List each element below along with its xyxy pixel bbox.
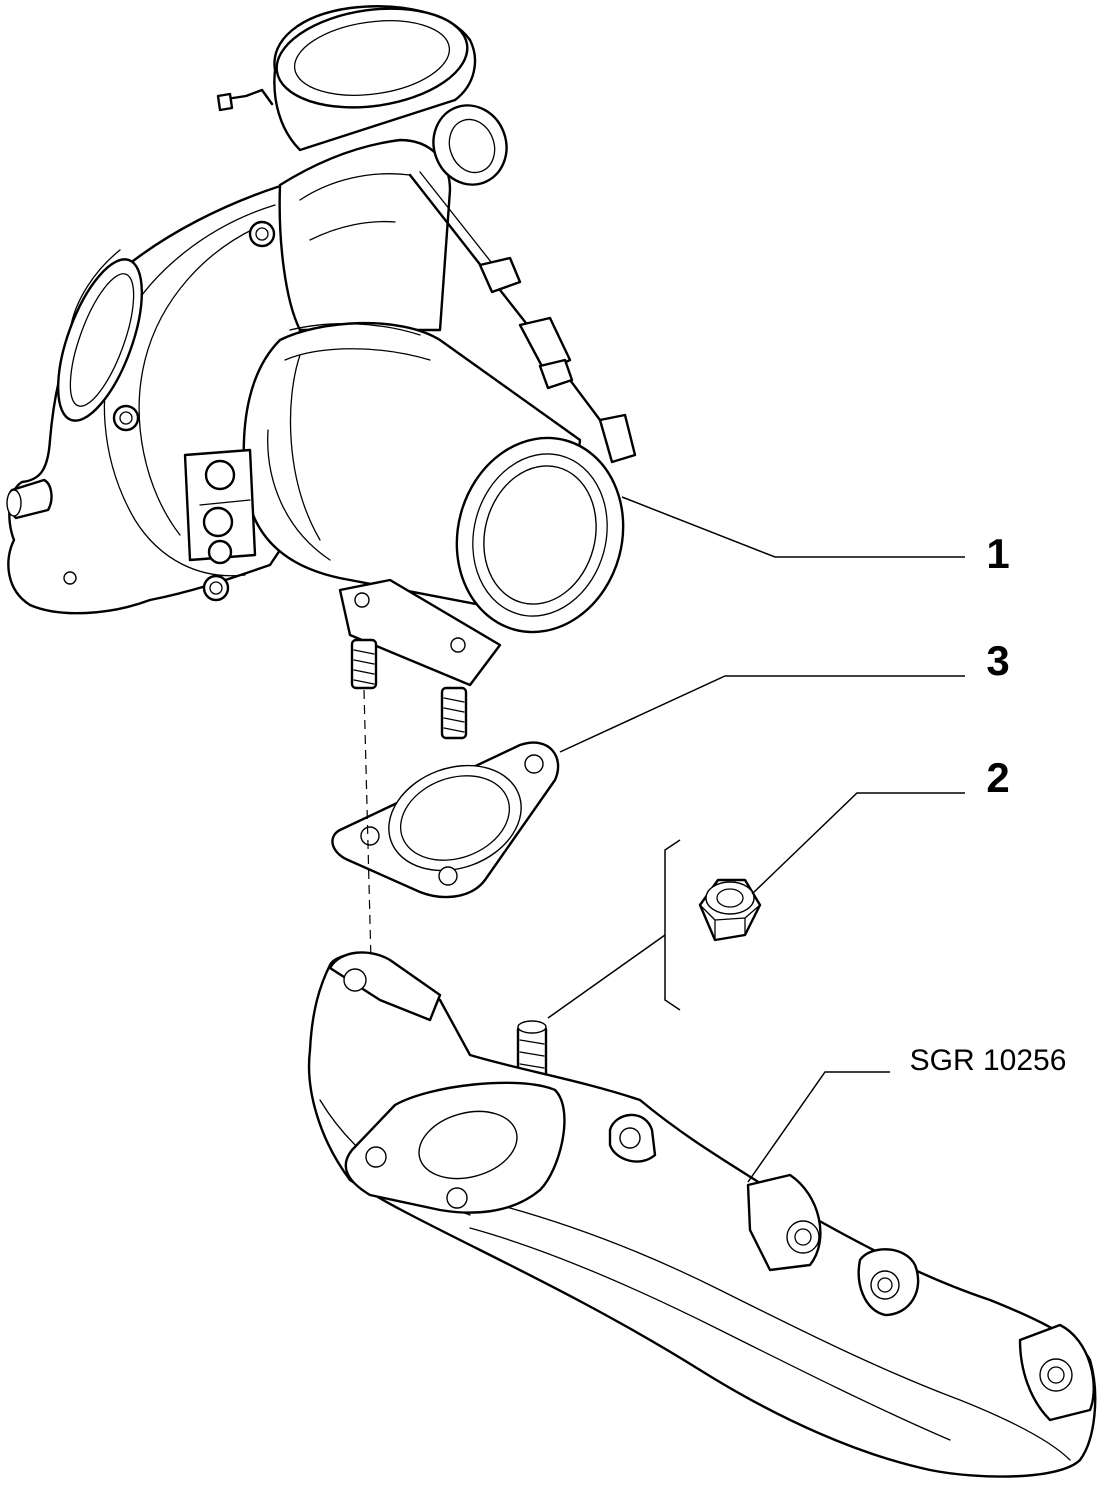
reference-leader [747, 1071, 890, 1183]
gasket-part [331, 741, 560, 899]
callout-3-leader [559, 675, 965, 753]
nut-part [698, 878, 762, 942]
flange-stud-icon [350, 638, 468, 740]
callout-1-label: 1 [986, 530, 1009, 577]
exhaust-manifold-part [307, 951, 1097, 1478]
callout-3-label: 3 [986, 637, 1009, 684]
callout-2-leader [751, 792, 965, 895]
turbocharger-part [6, 5, 637, 740]
callout-1-leader [621, 496, 965, 558]
reference-code: SGR 10256 [910, 1044, 1067, 1077]
callout-2-label: 2 [986, 754, 1009, 801]
